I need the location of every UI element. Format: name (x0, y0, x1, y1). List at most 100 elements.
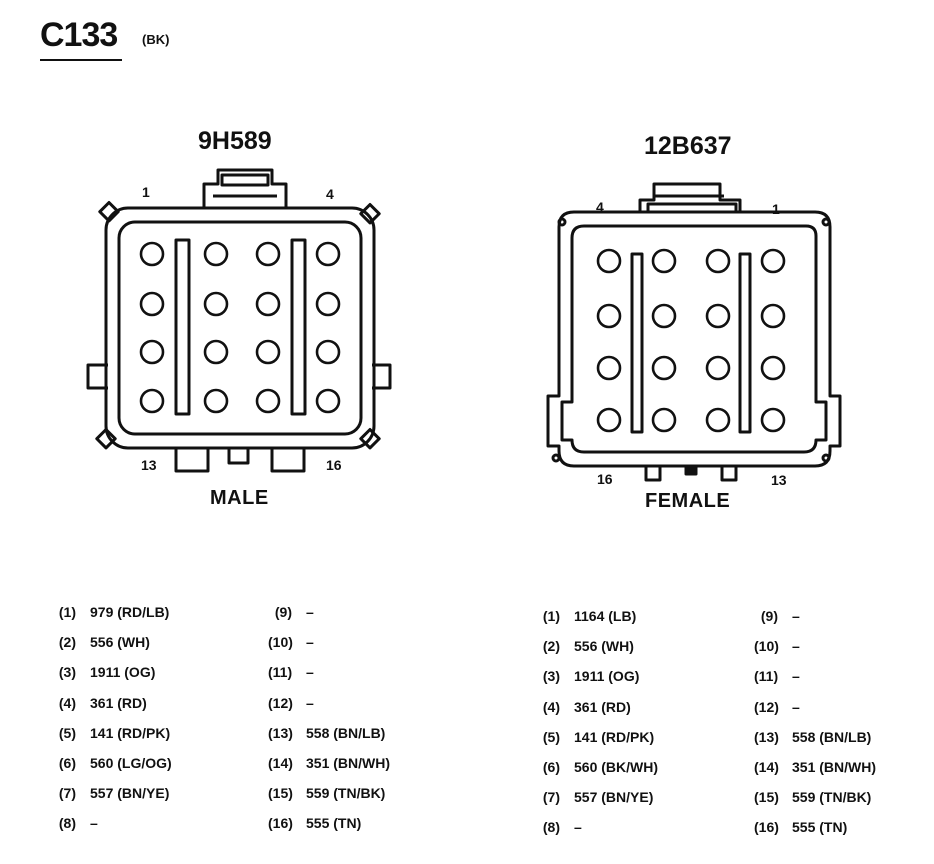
pin-row: (13)558 (BN/LB) (754, 729, 871, 745)
pin-wire: – (792, 698, 800, 715)
pin-wire: 557 (BN/YE) (90, 785, 170, 802)
male-pin-table: (1)979 (RD/LB)(2)556 (WH)(3)1911 (OG)(4)… (59, 604, 460, 844)
pin-wire: 555 (TN) (792, 819, 848, 836)
pin-wire: 557 (BN/YE) (574, 789, 654, 806)
female-pin-label-top-right: 1 (772, 201, 780, 217)
female-label: FEMALE (645, 490, 731, 512)
pin-row: (15) 559 (TN/BK) (268, 785, 385, 801)
female-pin-label-bottom-right: 13 (771, 472, 787, 488)
pin-wire: – (792, 608, 800, 624)
pin-row: (13) 558 (BN/LB) (268, 725, 385, 741)
connector-title: C133 (40, 16, 118, 54)
pin-row: (4)361 (RD) (536, 699, 631, 715)
pin-row: (1) 979 (RD/LB) (52, 604, 169, 620)
male-keyway-bar (290, 238, 307, 416)
pin-row: (16)555 (TN) (268, 815, 361, 831)
pin-number: (8) (542, 819, 560, 836)
pin-row: (9)– (754, 608, 800, 624)
pin-wire: 979 (RD/LB) (90, 604, 170, 620)
pin-row: (6) 560 (BK/WH) (536, 759, 658, 775)
pin-wire: 555 (TN) (306, 815, 362, 832)
pin-wire: – (90, 815, 98, 832)
pin-number: (2) (58, 634, 76, 651)
pin-number: (8) (58, 815, 76, 832)
pin-number: (3) (542, 668, 560, 685)
pin-wire: – (792, 638, 800, 655)
pin-number: (12) (754, 698, 779, 715)
female-corner-nub (551, 453, 561, 463)
pin-row: (14)351 (BN/WH) (268, 755, 390, 771)
pin-number: (6) (58, 755, 76, 771)
pin-number: (13) (754, 728, 779, 745)
male-side-ear (372, 363, 392, 390)
male-inner-shell (117, 220, 363, 436)
female-inner-shell (560, 224, 828, 454)
pin-row: (4) 361 (RD) (52, 695, 147, 711)
female-pin-table: (1)1164 (LB)(2)556 (WH)(3)1911 (OG)(4)36… (543, 608, 924, 848)
male-corner-tab (95, 428, 117, 450)
pin-number: (4) (542, 698, 560, 715)
pin-number: (11) (754, 668, 779, 685)
male-outer-shell (104, 206, 376, 450)
pin-wire: 351 (BN/WH) (792, 759, 877, 775)
female-bottom-key (684, 464, 698, 476)
pin-wire: 556 (WH) (90, 634, 150, 651)
pin-number: (16) (754, 819, 779, 836)
female-pin-cavities (596, 248, 786, 433)
pin-row: (9)– (268, 604, 314, 620)
pin-wire: 560 (LG/OG) (90, 755, 172, 771)
pin-row: (15)559 (TN/BK) (754, 789, 871, 805)
female-latch (638, 182, 742, 212)
male-pin-label-bottom-right: 16 (326, 457, 342, 473)
female-pin-label-bottom-left: 16 (597, 471, 613, 487)
pin-number: (1) (542, 608, 560, 624)
pin-row: (14) 351 (BN/WH) (754, 759, 876, 775)
pin-number: (7) (58, 785, 76, 802)
pin-wire: 559 (TN/BK) (306, 785, 386, 802)
female-connector-face (546, 182, 842, 482)
pin-row: (12)– (268, 695, 314, 711)
pin-number: (6) (542, 759, 560, 775)
pin-wire: – (792, 668, 800, 685)
pin-number: (13) (268, 724, 293, 741)
pin-number: (15) (268, 785, 293, 802)
female-part-number: 12B637 (644, 132, 732, 160)
pin-wire: – (306, 604, 314, 620)
pin-wire: 560 (BK/WH) (574, 759, 659, 775)
male-side-ear (86, 363, 108, 390)
pin-number: (14) (754, 759, 779, 775)
male-part-number: 9H589 (198, 127, 272, 155)
pin-number: (5) (542, 728, 560, 745)
pin-number: (1) (58, 604, 76, 620)
female-corner-nub (821, 217, 831, 227)
male-corner-tab (359, 203, 381, 225)
male-pin-label-top-left: 1 (142, 184, 150, 200)
pin-row: (7)557 (BN/YE) (536, 789, 653, 805)
male-bottom-tab (227, 448, 250, 465)
pin-row: (11)– (754, 668, 800, 684)
pin-wire: 361 (RD) (90, 694, 147, 711)
pin-number: (10) (754, 638, 779, 655)
female-outer-shell (546, 210, 842, 468)
female-keyway-bar (738, 252, 752, 434)
pin-wire: – (306, 664, 314, 681)
male-pin-label-bottom-left: 13 (141, 457, 157, 473)
pin-wire: 141 (RD/PK) (574, 728, 655, 745)
male-pin-label-top-right: 4 (326, 186, 334, 202)
pin-number: (4) (58, 694, 76, 711)
pin-row: (5) 141 (RD/PK) (536, 729, 654, 745)
pin-row: (2) 556 (WH) (52, 634, 150, 650)
female-corner-nub (821, 453, 831, 463)
pin-number: (11) (268, 664, 293, 681)
pin-row: (3)1911 (OG) (52, 664, 156, 681)
pin-wire: 558 (BN/LB) (306, 724, 386, 741)
title-underline (40, 59, 122, 61)
pin-wire: 556 (WH) (574, 638, 634, 655)
female-bottom-tab (644, 466, 662, 482)
male-corner-tab (98, 201, 120, 223)
pin-row: (10)– (754, 638, 800, 654)
pin-wire: – (306, 634, 314, 651)
pin-number: (14) (268, 755, 293, 771)
pin-wire: 1911 (OG) (90, 664, 156, 681)
female-keyway-bar (630, 252, 644, 434)
